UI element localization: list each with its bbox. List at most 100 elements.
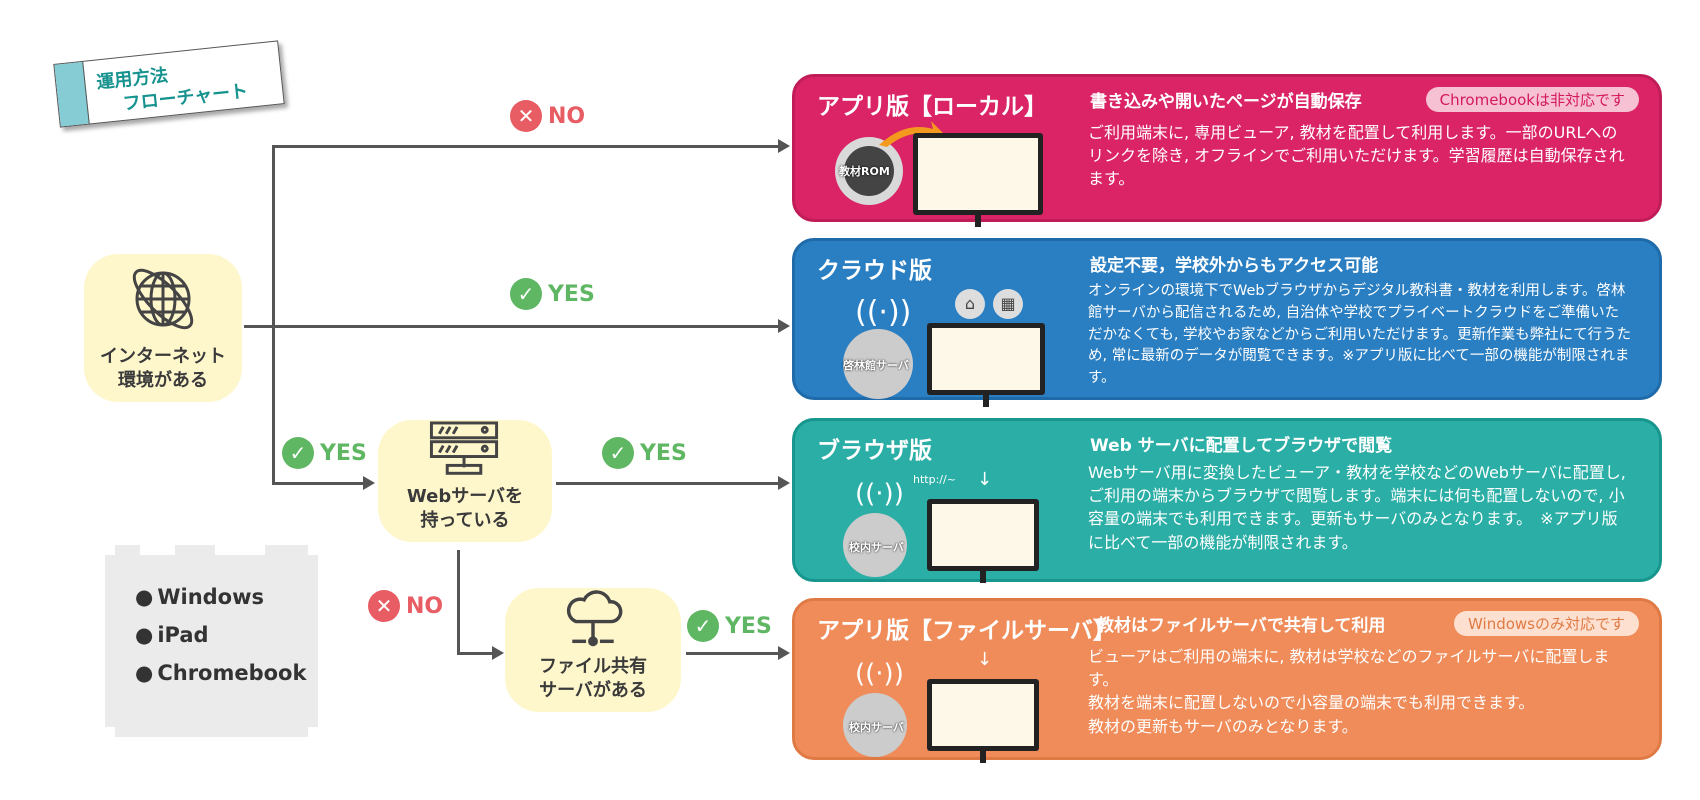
connector-to-local xyxy=(272,145,782,148)
device-list: Windows iPad Chromebook xyxy=(135,585,306,699)
check-circle-icon: ✓ xyxy=(602,437,634,469)
card-headline: 教材はファイルサーバで共有して利用 xyxy=(1097,616,1386,636)
download-arrow-icon: ↓ xyxy=(977,469,993,490)
title-tag-stripe xyxy=(54,61,90,127)
card-title: アプリ版【ファイルサーバ】 xyxy=(817,618,1116,644)
label-line: インターネット xyxy=(100,346,226,368)
transfer-arrow-icon xyxy=(879,121,943,147)
card-title: ブラウザ版 xyxy=(817,438,932,464)
connector-trunk-vertical xyxy=(272,145,275,485)
node-internet: インターネット 環境がある xyxy=(84,254,242,402)
box-notch xyxy=(105,727,115,737)
node-fileshare: ファイル共有 サーバがある xyxy=(505,588,681,712)
card-browser: ブラウザ版 Web サーバに配置してブラウザで閲覧 Webサーバ用に変換したビュ… xyxy=(792,418,1662,583)
card-headline: Web サーバに配置してブラウザで閲覧 xyxy=(1090,436,1393,456)
check-circle-icon: ✓ xyxy=(282,437,314,469)
monitor-icon xyxy=(913,133,1043,227)
card-title: アプリ版【ローカル】 xyxy=(817,94,1047,120)
server-icon xyxy=(429,421,499,475)
node-webserver: Webサーバを 持っている xyxy=(378,420,552,542)
label-line: ファイル共有 xyxy=(539,656,647,678)
x-circle-icon: ✕ xyxy=(368,590,400,622)
decision-yes-webserver: ✓ YES xyxy=(282,437,367,469)
rom-disc-icon: 教材ROM xyxy=(835,137,903,205)
card-headline: 書き込みや開いたページが自動保存 xyxy=(1090,92,1362,112)
label-line: サーバがある xyxy=(539,679,647,701)
card-description: ビューアはご利用の端末に, 教材は学校などのファイルサーバに配置します。 教材を… xyxy=(1088,647,1610,736)
house-icon: ⌂ xyxy=(955,289,985,319)
card-description: ご利用端末に, 専用ビューア, 教材を配置して利用します。一部のURLへのリンク… xyxy=(1088,123,1625,189)
decision-label: YES xyxy=(640,440,687,466)
connector-webserver-down xyxy=(457,550,460,655)
box-notch xyxy=(308,545,318,555)
card-description: オンラインの環境下でWebブラウザからデジタル教科書・教材を利用します。啓林館サ… xyxy=(1088,283,1632,386)
compatibility-badge: Chromebookは非対応です xyxy=(1425,87,1639,112)
wifi-icon: ((·)) xyxy=(855,659,904,689)
connector-to-fileshare xyxy=(457,652,495,655)
server-icon xyxy=(843,513,907,577)
check-circle-icon: ✓ xyxy=(510,278,542,310)
decision-yes-browser: ✓ YES xyxy=(602,437,687,469)
card-cloud: クラウド版 設定不要，学校外からもアクセス可能 オンラインの環境下でWebブラウ… xyxy=(792,238,1662,407)
card-headline: 設定不要，学校外からもアクセス可能 xyxy=(1090,256,1379,276)
server-label: 啓林館サーバ xyxy=(843,359,909,372)
globe-icon xyxy=(132,269,194,330)
connector-to-file xyxy=(686,652,782,655)
box-notch xyxy=(105,545,115,555)
device-item: Windows xyxy=(135,585,306,609)
monitor-icon xyxy=(927,679,1039,763)
wifi-icon: ((·)) xyxy=(855,479,904,509)
box-notch xyxy=(215,545,265,555)
decision-no-local: ✕ NO xyxy=(510,100,585,132)
decision-label: YES xyxy=(548,281,595,307)
device-item: Chromebook xyxy=(135,661,306,685)
wifi-icon: ((·)) xyxy=(855,295,912,330)
card-app-local: アプリ版【ローカル】 書き込みや開いたページが自動保存 Chromebookは非… xyxy=(792,74,1662,227)
decision-yes-file: ✓ YES xyxy=(687,610,772,642)
arrow-to-cloud xyxy=(778,319,790,333)
server-label: 校内サーバ xyxy=(849,721,904,734)
monitor-icon xyxy=(927,499,1039,583)
server-icon xyxy=(843,329,913,399)
decision-label: NO xyxy=(548,103,586,129)
decision-label: YES xyxy=(725,613,772,639)
decision-no-fileshare: ✕ NO xyxy=(368,590,443,622)
box-notch xyxy=(140,545,175,555)
supported-devices-box: Windows iPad Chromebook xyxy=(105,545,318,737)
server-icon xyxy=(843,693,907,757)
connector-to-webserver xyxy=(272,482,367,485)
school-icon: ▦ xyxy=(993,289,1023,319)
arrow-to-webserver xyxy=(363,476,375,490)
x-circle-icon: ✕ xyxy=(510,100,542,132)
decision-yes-cloud: ✓ YES xyxy=(510,278,595,310)
device-item: iPad xyxy=(135,623,306,647)
decision-label: YES xyxy=(320,440,367,466)
check-circle-icon: ✓ xyxy=(687,610,719,642)
arrow-to-file xyxy=(778,646,790,660)
rom-label: 教材ROM xyxy=(839,165,890,178)
card-app-fileserver: アプリ版【ファイルサーバ】 教材はファイルサーバで共有して利用 Windowsの… xyxy=(792,598,1662,763)
connector-to-browser xyxy=(556,482,782,485)
node-webserver-label: Webサーバを 持っている xyxy=(407,485,523,532)
decision-label: NO xyxy=(406,593,444,619)
illustration-file: ((·)) ↓ 校内サーバ xyxy=(835,649,1065,763)
label-line: Webサーバを xyxy=(406,486,524,508)
illustration-cloud: 啓林館サーバ ((·)) ⌂ ▦ xyxy=(835,289,1065,407)
node-internet-label: インターネット 環境がある xyxy=(100,345,226,392)
cloud-network-icon xyxy=(566,590,623,647)
download-arrow-icon: ↓ xyxy=(977,649,993,670)
label-line: 持っている xyxy=(420,509,510,531)
illustration-local: 教材ROM xyxy=(835,121,1065,227)
box-notch xyxy=(308,727,318,737)
card-description: Webサーバ用に変換したビューア・教材を学校などのWebサーバに配置し, ご利用… xyxy=(1088,463,1626,552)
monitor-icon xyxy=(927,323,1045,407)
url-label: http://~ xyxy=(913,473,956,486)
flowchart-title-tag: 運用方法 フローチャート xyxy=(53,40,285,128)
illustration-browser: ((·)) http://~ ↓ 校内サーバ xyxy=(835,469,1065,583)
server-label: 校内サーバ xyxy=(849,541,904,554)
arrow-to-fileshare xyxy=(492,646,504,660)
arrow-to-browser xyxy=(778,476,790,490)
connector-to-cloud xyxy=(244,325,782,328)
label-line: 環境がある xyxy=(118,369,208,391)
arrow-to-local xyxy=(778,139,790,153)
